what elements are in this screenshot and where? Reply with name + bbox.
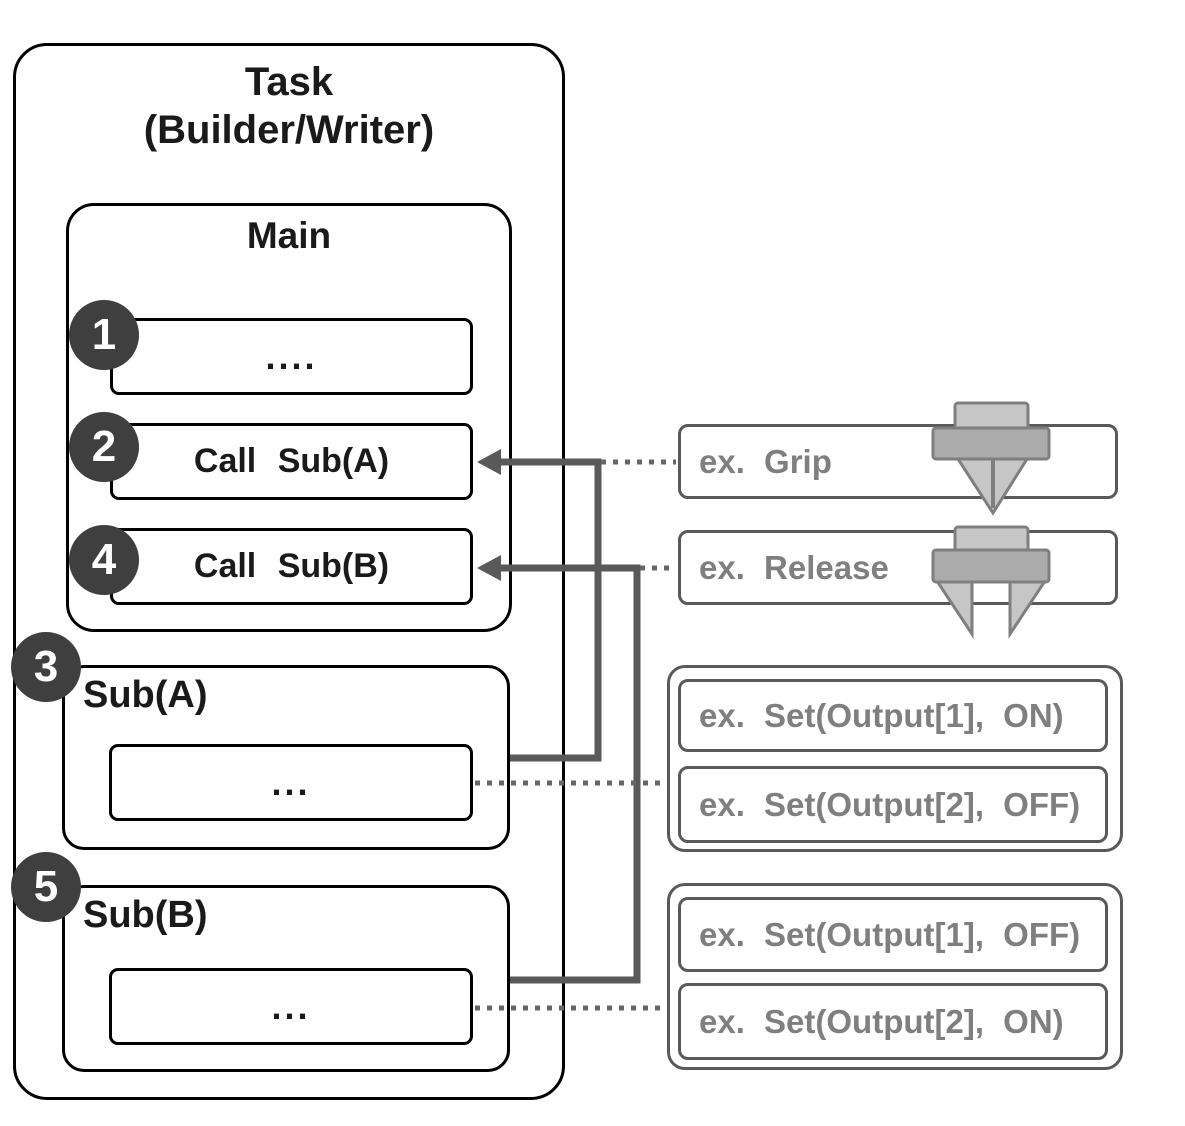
example-set-output1-on-box: ex. Set(Output[1], ON): [678, 679, 1108, 752]
subB-title: Sub(B): [83, 894, 208, 936]
main-step-call-subB-box: Call Sub(B): [110, 528, 473, 605]
example-release-label: ex. Release: [699, 548, 889, 586]
subA-body-dots: ...: [271, 761, 311, 803]
example-set-output2-on-box: ex. Set(Output[2], ON): [678, 983, 1108, 1060]
step-badge-3: 3: [11, 632, 81, 702]
call-subB-label: Call Sub(B): [193, 547, 390, 585]
task-title-line1: Task: [244, 60, 334, 104]
example-grip-label: ex. Grip: [699, 442, 832, 480]
main-step-call-subA-box: Call Sub(A): [110, 423, 473, 500]
call-subA-label: Call Sub(A): [193, 442, 390, 480]
main-title: Main: [246, 215, 332, 256]
example-set-output2-off-box: ex. Set(Output[2], OFF): [678, 766, 1108, 843]
subB-body-dots: ...: [271, 985, 311, 1027]
subA-body-box: ...: [109, 744, 473, 821]
example-set-output1-off-box: ex. Set(Output[1], OFF): [678, 897, 1108, 972]
main-step-placeholder-box: ....: [110, 318, 473, 395]
subA-title: Sub(A): [83, 674, 208, 716]
example-set-output1-off-label: ex. Set(Output[1], OFF): [699, 915, 1081, 953]
step-badge-2: 2: [69, 412, 139, 482]
main-step-placeholder-label: ....: [265, 335, 318, 377]
step-badge-4: 4: [69, 525, 139, 595]
example-set-output2-off-label: ex. Set(Output[2], OFF): [699, 785, 1081, 823]
example-set-output2-on-label: ex. Set(Output[2], ON): [699, 1002, 1064, 1040]
task-title: Task (Builder/Writer): [13, 58, 565, 154]
example-set-output1-on-label: ex. Set(Output[1], ON): [699, 696, 1064, 734]
step-badge-5: 5: [11, 852, 81, 922]
task-title-line2: (Builder/Writer): [143, 108, 435, 152]
subB-body-box: ...: [109, 968, 473, 1045]
step-badge-1: 1: [69, 300, 139, 370]
example-release-box: ex. Release: [678, 530, 1118, 605]
example-grip-box: ex. Grip: [678, 424, 1118, 499]
